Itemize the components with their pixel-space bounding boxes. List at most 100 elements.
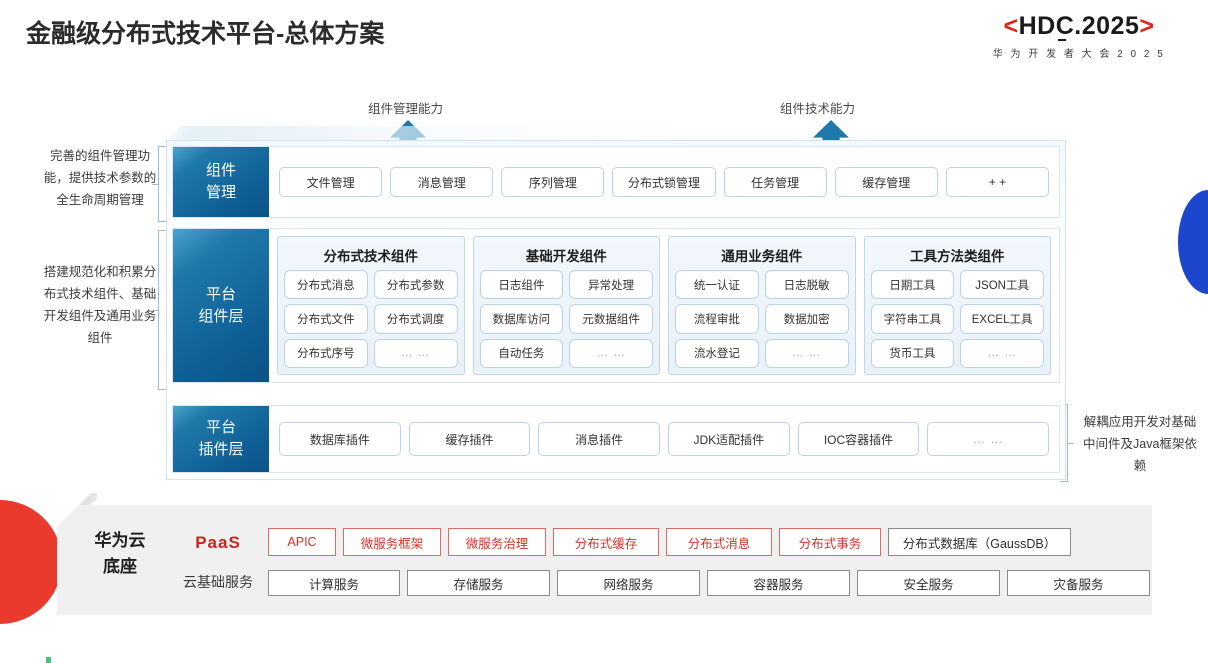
paas-service-row: APIC 微服务框架 微服务治理 分布式缓存 分布式消息 分布式事务 分布式数据…: [268, 528, 1071, 556]
side-note-right: 解耦应用开发对基础中间件及Java框架依赖: [1083, 415, 1197, 473]
chip-cache-management[interactable]: 缓存管理: [834, 167, 938, 197]
group-general-business-components: 通用业务组件 统一认证 日志脱敏 流程审批 数据加密 流水登记 … …: [668, 236, 856, 375]
hdc-logo-main: <HDC.2025>: [964, 12, 1194, 41]
group-grid: 统一认证 日志脱敏 流程审批 数据加密 流水登记 … …: [675, 270, 849, 368]
cell-distributed-message[interactable]: 分布式消息: [284, 270, 368, 300]
base-title-line2: 底座: [103, 557, 137, 577]
group-distributed-tech-components: 分布式技术组件 分布式消息 分布式参数 分布式文件 分布式调度 分布式序号 … …: [277, 236, 465, 375]
row-label-line2: 管理: [205, 184, 236, 201]
chip-sequence-management[interactable]: 序列管理: [501, 167, 605, 197]
chip-file-management[interactable]: 文件管理: [279, 167, 383, 197]
row-label-platform-plugin-layer: 平台 插件层: [173, 406, 269, 472]
cell-string-tool[interactable]: 字符串工具: [870, 304, 955, 334]
pbox-microservice-framework[interactable]: 微服务框架: [343, 528, 441, 556]
cell-distributed-file[interactable]: 分布式文件: [284, 304, 368, 334]
row-label-component-management: 组件 管理: [173, 147, 269, 217]
chip-add-more[interactable]: + +: [945, 167, 1049, 197]
hdc-logo-post: .2025: [1074, 12, 1140, 40]
hdc-logo: <HDC.2025> 华 为 开 发 者 大 会 2 0 2 5: [964, 12, 1194, 61]
hdc-logo-subtitle: 华 为 开 发 者 大 会 2 0 2 5: [992, 49, 1166, 60]
bracket-left-icon: <: [1003, 12, 1019, 40]
row-body-component-management: 文件管理 消息管理 序列管理 分布式锁管理 任务管理 缓存管理 + +: [269, 147, 1059, 217]
chip-distributed-lock-management[interactable]: 分布式锁管理: [612, 167, 716, 197]
chip-ioc-container-plugin[interactable]: IOC容器插件: [797, 422, 920, 456]
cell-transaction-registration[interactable]: 流水登记: [675, 338, 759, 368]
row-label-line2: 组件层: [198, 307, 244, 325]
architecture-stack: 组件 管理 文件管理 消息管理 序列管理 分布式锁管理 任务管理 缓存管理 + …: [166, 140, 1066, 480]
stack-bevel-decoration: [166, 126, 1066, 142]
cell-more-dots[interactable]: … …: [960, 338, 1044, 368]
row-label-line1: 平台: [205, 419, 236, 437]
group-grid: 日志组件 异常处理 数据库访问 元数据组件 自动任务 … …: [479, 270, 653, 368]
chip-message-management[interactable]: 消息管理: [390, 167, 494, 197]
arrow-label-management: 组件管理能力: [368, 102, 444, 116]
row-label-line1: 组件: [205, 162, 236, 180]
arrow-label-technology: 组件技术能力: [780, 102, 856, 116]
row-platform-component-layer: 平台 组件层 分布式技术组件 分布式消息 分布式参数 分布式文件 分布式调度 分…: [172, 228, 1060, 383]
cell-data-encryption[interactable]: 数据加密: [764, 304, 849, 334]
pbox-network-service[interactable]: 网络服务: [557, 570, 700, 596]
cell-metadata-component[interactable]: 元数据组件: [569, 304, 653, 334]
chip-database-plugin[interactable]: 数据库插件: [279, 422, 401, 456]
base-title: 华为云 底座: [72, 528, 168, 581]
cell-distributed-sequence[interactable]: 分布式序号: [284, 338, 368, 368]
cell-more-dots[interactable]: … …: [569, 338, 653, 368]
cell-distributed-scheduling[interactable]: 分布式调度: [373, 304, 458, 334]
cell-process-approval[interactable]: 流程审批: [675, 304, 759, 334]
chip-more-dots[interactable]: … …: [927, 422, 1050, 456]
paas-label: PaaS: [195, 533, 241, 552]
row-platform-plugin-layer: 平台 插件层 数据库插件 缓存插件 消息插件 JDK适配插件 IOC容器插件 ……: [172, 405, 1060, 473]
pbox-distributed-transaction[interactable]: 分布式事务: [779, 528, 881, 556]
pbox-container-service[interactable]: 容器服务: [707, 570, 850, 596]
green-accent-decoration: [46, 657, 51, 663]
cell-date-tool[interactable]: 日期工具: [870, 270, 955, 300]
huawei-cloud-base-panel: [57, 505, 1152, 615]
group-tool-method-components: 工具方法类组件 日期工具 JSON工具 字符串工具 EXCEL工具 货币工具 ……: [863, 236, 1051, 375]
blue-lens-decoration: [1178, 190, 1208, 294]
pbox-disaster-recovery-service[interactable]: 灾备服务: [1007, 570, 1150, 596]
pbox-security-service[interactable]: 安全服务: [857, 570, 1000, 596]
cloud-service-row: 计算服务 存储服务 网络服务 容器服务 安全服务 灾备服务: [268, 570, 1150, 596]
group-title: 基础开发组件: [525, 249, 607, 264]
row-component-management: 组件 管理 文件管理 消息管理 序列管理 分布式锁管理 任务管理 缓存管理 + …: [172, 146, 1060, 218]
row-body-platform-plugin-layer: 数据库插件 缓存插件 消息插件 JDK适配插件 IOC容器插件 … …: [269, 406, 1059, 472]
cell-unified-authentication[interactable]: 统一认证: [675, 270, 759, 300]
cell-currency-tool[interactable]: 货币工具: [870, 338, 955, 368]
pbox-compute-service[interactable]: 计算服务: [268, 570, 400, 596]
cloud-base-service-label: 云基础服务: [183, 574, 253, 590]
cell-log-component[interactable]: 日志组件: [479, 270, 564, 300]
cell-log-desensitization[interactable]: 日志脱敏: [764, 270, 849, 300]
group-title: 工具方法类组件: [910, 249, 1005, 264]
cell-more-dots[interactable]: … …: [373, 338, 458, 368]
base-title-line1: 华为云: [94, 531, 146, 550]
hdc-logo-underlined: C: [1055, 12, 1075, 41]
pbox-apic[interactable]: APIC: [268, 528, 336, 556]
hdc-logo-pre: HD: [1018, 12, 1056, 40]
group-title: 分布式技术组件: [323, 249, 419, 264]
cell-exception-handling[interactable]: 异常处理: [569, 270, 653, 300]
pbox-distributed-message[interactable]: 分布式消息: [666, 528, 772, 556]
cell-more-dots[interactable]: … …: [764, 338, 849, 368]
group-grid: 分布式消息 分布式参数 分布式文件 分布式调度 分布式序号 … …: [284, 270, 458, 368]
pbox-distributed-cache[interactable]: 分布式缓存: [553, 528, 659, 556]
cell-database-access[interactable]: 数据库访问: [479, 304, 564, 334]
chip-jdk-adapter-plugin[interactable]: JDK适配插件: [668, 422, 790, 456]
row-label-line1: 平台: [205, 285, 236, 303]
chip-cache-plugin[interactable]: 缓存插件: [408, 422, 531, 456]
chip-task-management[interactable]: 任务管理: [723, 167, 827, 197]
cell-distributed-parameter[interactable]: 分布式参数: [373, 270, 458, 300]
bracket-right-icon: >: [1139, 12, 1155, 40]
red-wedge-decoration: [0, 500, 62, 624]
cell-json-tool[interactable]: JSON工具: [960, 270, 1044, 300]
cell-excel-tool[interactable]: EXCEL工具: [960, 304, 1044, 334]
pbox-storage-service[interactable]: 存储服务: [407, 570, 550, 596]
cell-automatic-task[interactable]: 自动任务: [479, 338, 564, 368]
row-label-platform-component-layer: 平台 组件层: [173, 229, 269, 382]
chip-message-plugin[interactable]: 消息插件: [538, 422, 661, 456]
group-title: 通用业务组件: [721, 249, 803, 264]
pbox-microservice-governance[interactable]: 微服务治理: [448, 528, 546, 556]
pbox-distributed-database-gaussdb[interactable]: 分布式数据库（GaussDB）: [888, 528, 1071, 556]
component-groups: 分布式技术组件 分布式消息 分布式参数 分布式文件 分布式调度 分布式序号 … …: [269, 229, 1059, 382]
row-label-line2: 插件层: [198, 441, 244, 458]
